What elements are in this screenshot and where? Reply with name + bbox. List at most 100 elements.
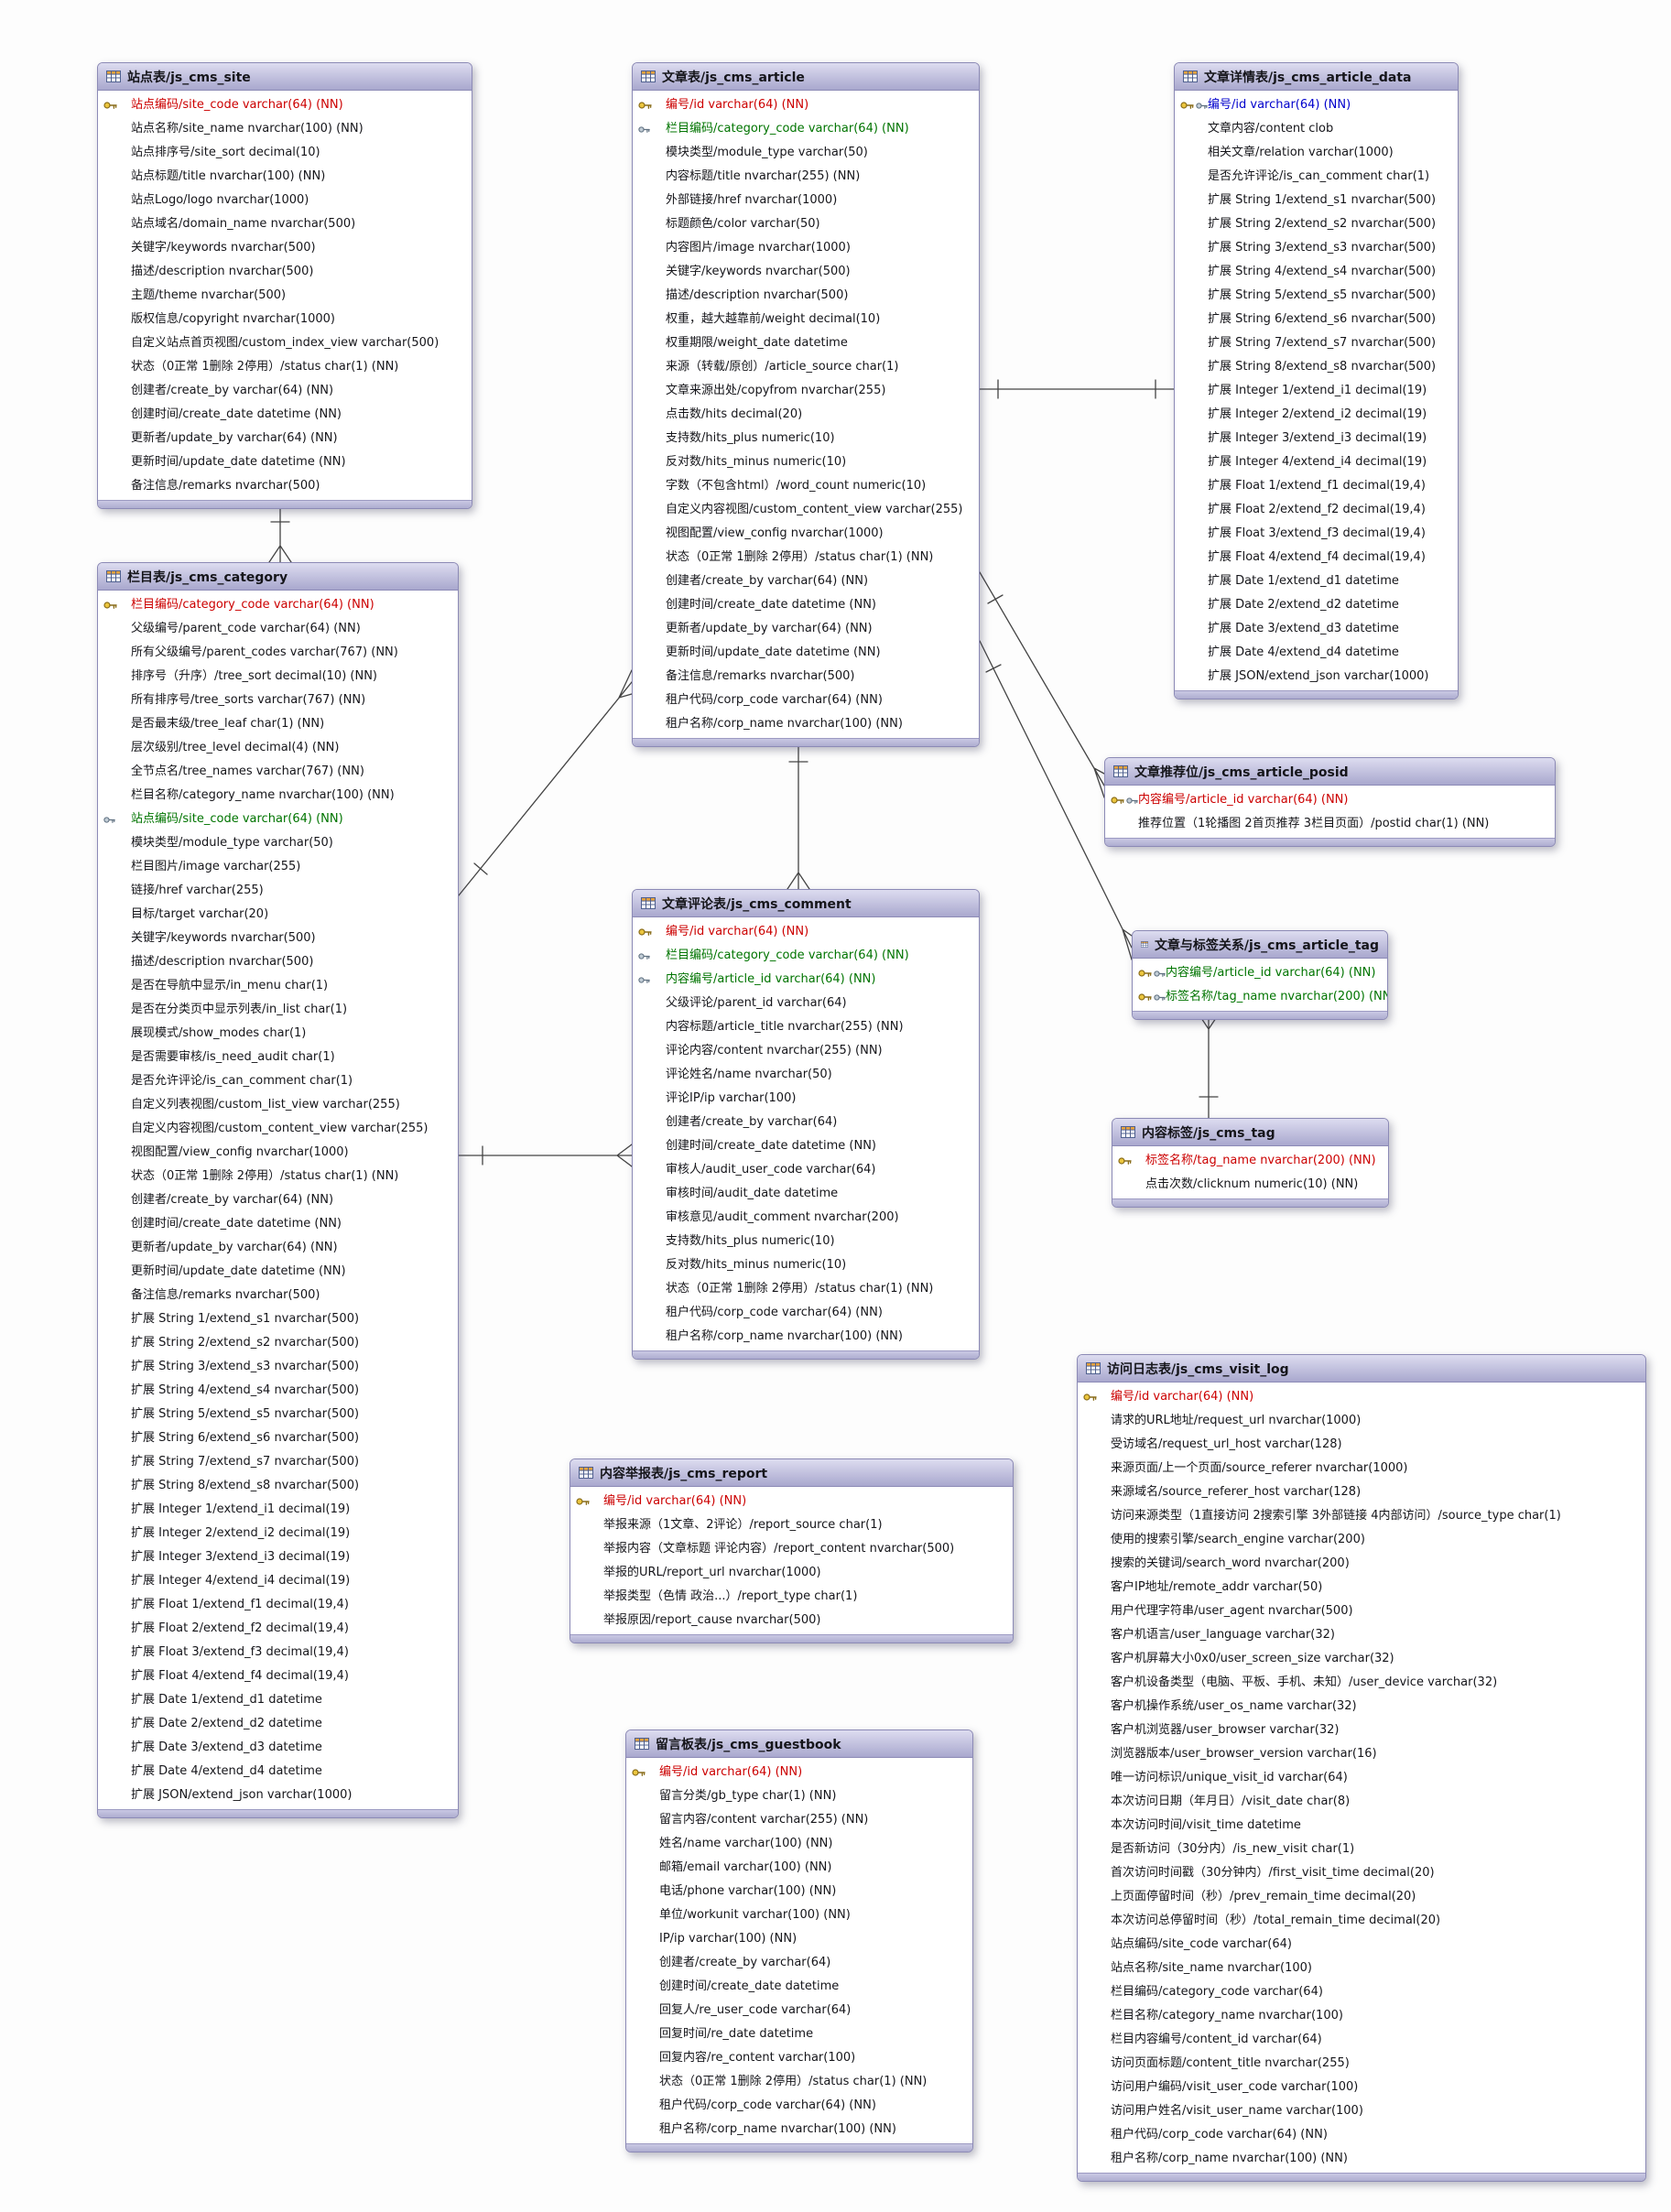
field-row-category[interactable]: 扩展 Float 2/extend_f2 decimal(19,4) xyxy=(98,1617,458,1641)
field-row-category[interactable]: 链接/href varchar(255) xyxy=(98,879,458,903)
field-row-site[interactable]: 自定义站点首页视图/custom_index_view varchar(500) xyxy=(98,331,472,355)
field-row-site[interactable]: 站点编码/site_code varchar(64) (NN) xyxy=(98,93,472,117)
field-row-article[interactable]: 状态（0正常 1删除 2停用）/status char(1) (NN) xyxy=(633,546,979,569)
field-row-category[interactable]: 是否允许评论/is_can_comment char(1) xyxy=(98,1069,458,1093)
field-row-article_data[interactable]: 扩展 String 8/extend_s8 nvarchar(500) xyxy=(1175,355,1458,379)
field-row-article[interactable]: 栏目编码/category_code varchar(64) (NN) xyxy=(633,117,979,141)
field-row-visit_log[interactable]: 客户机屏幕大小0x0/user_screen_size varchar(32) xyxy=(1078,1647,1645,1671)
field-row-article[interactable]: 描述/description nvarchar(500) xyxy=(633,284,979,308)
field-row-visit_log[interactable]: 是否新访问（30分内）/is_new_visit char(1) xyxy=(1078,1838,1645,1861)
field-row-article_data[interactable]: 扩展 String 6/extend_s6 nvarchar(500) xyxy=(1175,308,1458,331)
field-row-category[interactable]: 扩展 String 2/extend_s2 nvarchar(500) xyxy=(98,1331,458,1355)
field-row-article_data[interactable]: 扩展 Float 2/extend_f2 decimal(19,4) xyxy=(1175,498,1458,522)
field-row-article_data[interactable]: 扩展 Integer 2/extend_i2 decimal(19) xyxy=(1175,403,1458,427)
field-row-comment[interactable]: 评论姓名/name nvarchar(50) xyxy=(633,1063,979,1087)
field-row-guestbook[interactable]: 电话/phone varchar(100) (NN) xyxy=(626,1880,972,1903)
field-row-visit_log[interactable]: 来源页面/上一个页面/source_referer nvarchar(1000) xyxy=(1078,1457,1645,1480)
field-row-visit_log[interactable]: 客户机语言/user_language varchar(32) xyxy=(1078,1623,1645,1647)
entity-table-guestbook[interactable]: 留言板表/js_cms_guestbook 编号/id varchar(64) (… xyxy=(625,1729,973,2152)
field-row-article_data[interactable]: 扩展 Date 1/extend_d1 datetime xyxy=(1175,569,1458,593)
field-row-comment[interactable]: 评论内容/content nvarchar(255) (NN) xyxy=(633,1039,979,1063)
field-row-guestbook[interactable]: 回复人/re_user_code varchar(64) xyxy=(626,1999,972,2022)
field-row-article_data[interactable]: 扩展 String 3/extend_s3 nvarchar(500) xyxy=(1175,236,1458,260)
field-row-site[interactable]: 更新者/update_by varchar(64) (NN) xyxy=(98,427,472,450)
table-header-visit_log[interactable]: 访问日志表/js_cms_visit_log xyxy=(1078,1355,1645,1382)
field-row-category[interactable]: 展现模式/show_modes char(1) xyxy=(98,1022,458,1046)
table-header-article_tag[interactable]: 文章与标签关系/js_cms_article_tag xyxy=(1133,931,1387,959)
field-row-visit_log[interactable]: 用户代理字符串/user_agent nvarchar(500) xyxy=(1078,1599,1645,1623)
field-row-visit_log[interactable]: 首次访问时间戳（30分钟内）/first_visit_time decimal(… xyxy=(1078,1861,1645,1885)
field-row-article_posid[interactable]: 内容编号/article_id varchar(64) (NN) xyxy=(1105,788,1555,812)
field-row-category[interactable]: 备注信息/remarks nvarchar(500) xyxy=(98,1284,458,1307)
field-row-guestbook[interactable]: 邮箱/email varchar(100) (NN) xyxy=(626,1856,972,1880)
field-row-visit_log[interactable]: 访问来源类型（1直接访问 2搜索引擎 3外部链接 4内部访问）/source_t… xyxy=(1078,1504,1645,1528)
field-row-category[interactable]: 全节点名/tree_names varchar(767) (NN) xyxy=(98,760,458,784)
field-row-comment[interactable]: 支持数/hits_plus numeric(10) xyxy=(633,1230,979,1253)
field-row-site[interactable]: 备注信息/remarks nvarchar(500) xyxy=(98,474,472,498)
field-row-guestbook[interactable]: IP/ip varchar(100) (NN) xyxy=(626,1927,972,1951)
field-row-category[interactable]: 自定义内容视图/custom_content_view varchar(255) xyxy=(98,1117,458,1141)
field-row-visit_log[interactable]: 客户IP地址/remote_addr varchar(50) xyxy=(1078,1576,1645,1599)
field-row-site[interactable]: 站点名称/site_name nvarchar(100) (NN) xyxy=(98,117,472,141)
field-row-article_data[interactable]: 扩展 Date 4/extend_d4 datetime xyxy=(1175,641,1458,665)
field-row-category[interactable]: 父级编号/parent_code varchar(64) (NN) xyxy=(98,617,458,641)
field-row-article_data[interactable]: 扩展 String 5/extend_s5 nvarchar(500) xyxy=(1175,284,1458,308)
field-row-comment[interactable]: 租户代码/corp_code varchar(64) (NN) xyxy=(633,1301,979,1325)
field-row-visit_log[interactable]: 编号/id varchar(64) (NN) xyxy=(1078,1385,1645,1409)
field-row-article[interactable]: 自定义内容视图/custom_content_view varchar(255) xyxy=(633,498,979,522)
field-row-category[interactable]: 所有排序号/tree_sorts varchar(767) (NN) xyxy=(98,689,458,712)
field-row-guestbook[interactable]: 创建时间/create_date datetime xyxy=(626,1975,972,1999)
field-row-article_data[interactable]: 扩展 Float 1/extend_f1 decimal(19,4) xyxy=(1175,474,1458,498)
field-row-article_data[interactable]: 编号/id varchar(64) (NN) xyxy=(1175,93,1458,117)
field-row-category[interactable]: 创建者/create_by varchar(64) (NN) xyxy=(98,1188,458,1212)
field-row-article_data[interactable]: 扩展 Integer 1/extend_i1 decimal(19) xyxy=(1175,379,1458,403)
field-row-category[interactable]: 扩展 Integer 3/extend_i3 decimal(19) xyxy=(98,1545,458,1569)
field-row-article[interactable]: 编号/id varchar(64) (NN) xyxy=(633,93,979,117)
field-row-category[interactable]: 扩展 Integer 2/extend_i2 decimal(19) xyxy=(98,1522,458,1545)
field-row-visit_log[interactable]: 本次访问总停留时间（秒）/total_remain_time decimal(2… xyxy=(1078,1909,1645,1933)
field-row-article[interactable]: 创建者/create_by varchar(64) (NN) xyxy=(633,569,979,593)
field-row-article[interactable]: 标题颜色/color varchar(50) xyxy=(633,212,979,236)
field-row-guestbook[interactable]: 回复内容/re_content varchar(100) xyxy=(626,2046,972,2070)
field-row-article_data[interactable]: 扩展 Date 2/extend_d2 datetime xyxy=(1175,593,1458,617)
field-row-article_data[interactable]: 是否允许评论/is_can_comment char(1) xyxy=(1175,165,1458,189)
field-row-article_data[interactable]: 文章内容/content clob xyxy=(1175,117,1458,141)
field-row-article_tag[interactable]: 内容编号/article_id varchar(64) (NN) xyxy=(1133,961,1387,985)
field-row-article[interactable]: 创建时间/create_date datetime (NN) xyxy=(633,593,979,617)
field-row-category[interactable]: 扩展 Integer 1/extend_i1 decimal(19) xyxy=(98,1498,458,1522)
field-row-visit_log[interactable]: 租户代码/corp_code varchar(64) (NN) xyxy=(1078,2123,1645,2147)
field-row-category[interactable]: 目标/target varchar(20) xyxy=(98,903,458,927)
field-row-site[interactable]: 站点标题/title nvarchar(100) (NN) xyxy=(98,165,472,189)
table-header-guestbook[interactable]: 留言板表/js_cms_guestbook xyxy=(626,1730,972,1758)
field-row-article[interactable]: 备注信息/remarks nvarchar(500) xyxy=(633,665,979,689)
entity-table-visit_log[interactable]: 访问日志表/js_cms_visit_log 编号/id varchar(64) … xyxy=(1077,1354,1646,2182)
field-row-article[interactable]: 来源（转载/原创）/article_source char(1) xyxy=(633,355,979,379)
field-row-visit_log[interactable]: 浏览器版本/user_browser_version varchar(16) xyxy=(1078,1742,1645,1766)
field-row-article_data[interactable]: 扩展 String 4/extend_s4 nvarchar(500) xyxy=(1175,260,1458,284)
field-row-guestbook[interactable]: 编号/id varchar(64) (NN) xyxy=(626,1761,972,1784)
field-row-article[interactable]: 更新者/update_by varchar(64) (NN) xyxy=(633,617,979,641)
field-row-comment[interactable]: 内容标题/article_title nvarchar(255) (NN) xyxy=(633,1015,979,1039)
field-row-category[interactable]: 排序号（升序）/tree_sort decimal(10) (NN) xyxy=(98,665,458,689)
field-row-report[interactable]: 举报类型（色情 政治...）/report_type char(1) xyxy=(570,1585,1013,1609)
field-row-comment[interactable]: 父级评论/parent_id varchar(64) xyxy=(633,992,979,1015)
field-row-visit_log[interactable]: 站点编码/site_code varchar(64) xyxy=(1078,1933,1645,1957)
field-row-guestbook[interactable]: 回复时间/re_date datetime xyxy=(626,2022,972,2046)
field-row-category[interactable]: 扩展 Float 4/extend_f4 decimal(19,4) xyxy=(98,1664,458,1688)
field-row-site[interactable]: 状态（0正常 1删除 2停用）/status char(1) (NN) xyxy=(98,355,472,379)
field-row-category[interactable]: 状态（0正常 1删除 2停用）/status char(1) (NN) xyxy=(98,1165,458,1188)
field-row-category[interactable]: 扩展 Date 2/extend_d2 datetime xyxy=(98,1712,458,1736)
field-row-category[interactable]: 扩展 String 3/extend_s3 nvarchar(500) xyxy=(98,1355,458,1379)
field-row-visit_log[interactable]: 请求的URL地址/request_url nvarchar(1000) xyxy=(1078,1409,1645,1433)
field-row-category[interactable]: 扩展 String 7/extend_s7 nvarchar(500) xyxy=(98,1450,458,1474)
field-row-article[interactable]: 租户名称/corp_name nvarchar(100) (NN) xyxy=(633,712,979,736)
field-row-guestbook[interactable]: 状态（0正常 1删除 2停用）/status char(1) (NN) xyxy=(626,2070,972,2094)
field-row-visit_log[interactable]: 租户名称/corp_name nvarchar(100) (NN) xyxy=(1078,2147,1645,2171)
field-row-visit_log[interactable]: 访问页面标题/content_title nvarchar(255) xyxy=(1078,2052,1645,2076)
field-row-comment[interactable]: 评论IP/ip varchar(100) xyxy=(633,1087,979,1111)
field-row-article[interactable]: 租户代码/corp_code varchar(64) (NN) xyxy=(633,689,979,712)
field-row-category[interactable]: 关键字/keywords nvarchar(500) xyxy=(98,927,458,950)
field-row-article[interactable]: 反对数/hits_minus numeric(10) xyxy=(633,450,979,474)
